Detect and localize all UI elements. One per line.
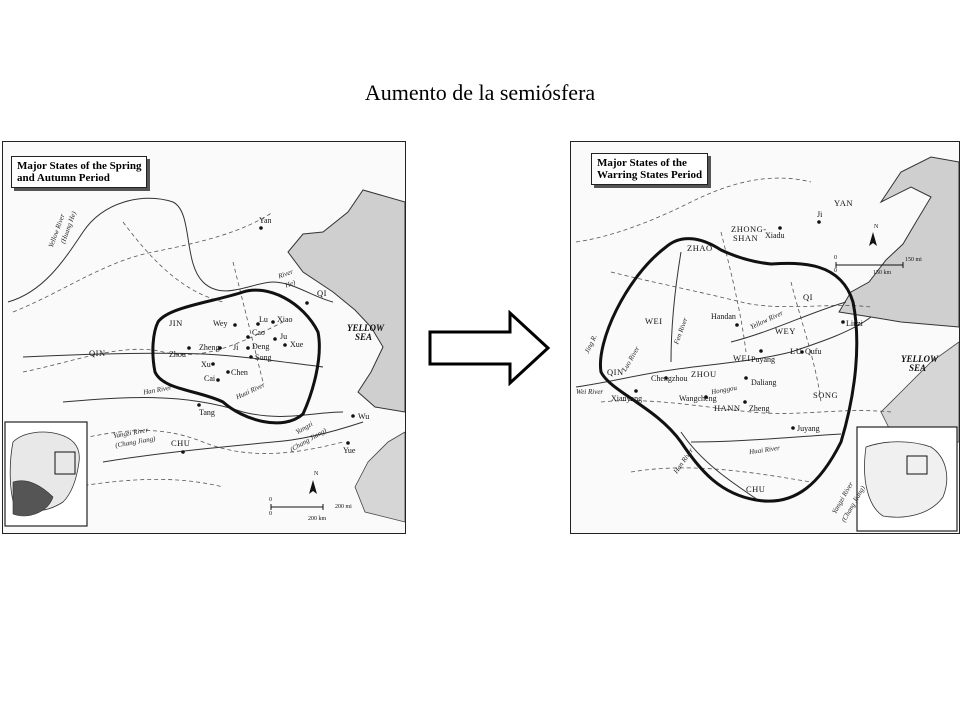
scale-mi: 150 mi	[905, 257, 922, 263]
city-label: Handan	[711, 312, 736, 321]
state-label: HANN	[714, 403, 741, 413]
city-label: Yan	[259, 216, 272, 225]
city-label: Chen	[231, 368, 248, 377]
city-label: Wey	[213, 319, 228, 328]
city-label: Xue	[290, 340, 304, 349]
city-label: Xiao	[277, 315, 293, 324]
state-label: JIN	[169, 318, 183, 328]
state-label: LU	[790, 346, 803, 356]
state-label: ZHONG-	[731, 224, 767, 234]
north-arrow-label: N	[314, 471, 319, 477]
spring-autumn-heading: Major States of the Spring and Autumn Pe…	[11, 156, 148, 188]
spring-autumn-heading-line2: and Autumn Period	[17, 172, 110, 184]
state-label: QIN	[89, 348, 106, 358]
spring-autumn-heading-line1: Major States of the Spring	[17, 160, 142, 172]
city-label: Xianyang	[611, 394, 643, 403]
state-label: ZHAO	[687, 243, 713, 253]
scale-zero: 0	[269, 497, 272, 503]
state-label: WEI	[645, 316, 663, 326]
scale-km: 150 km	[873, 270, 892, 276]
city-label: Zheng	[199, 343, 220, 352]
city-label: Daliang	[751, 378, 777, 387]
scale-km: 200 km	[308, 516, 327, 522]
city-label: Cao	[252, 328, 265, 337]
state-label: WEY	[775, 326, 796, 336]
city-label: Linzi	[846, 319, 863, 328]
scale-zero: 0	[834, 255, 837, 261]
city-label: Qufu	[805, 347, 822, 356]
city-label: Cai	[204, 374, 216, 383]
sea-label-line: YELLOW	[901, 354, 938, 364]
right-arrow-icon	[428, 310, 551, 386]
city-label: Wangcheng	[679, 394, 717, 403]
city-label: Zheng	[749, 404, 770, 413]
city-label: Song	[255, 353, 272, 362]
city-label: Juyang	[797, 424, 820, 433]
city-label: Xu	[201, 360, 211, 369]
sea-label-line: SEA	[909, 363, 927, 373]
state-label: ZHOU	[691, 369, 717, 379]
warring-states-heading-line2: Warring States Period	[597, 169, 703, 181]
state-label: QI	[803, 292, 813, 302]
warring-states-map: Major States of the Warring States Perio…	[570, 141, 960, 534]
city-label: Tang	[199, 408, 215, 417]
city-label: Lu	[259, 315, 268, 324]
city-label: Ji	[233, 343, 239, 352]
scale-zero: 0	[269, 511, 272, 517]
city-label: Ji	[817, 210, 823, 219]
city-label: Zhou	[169, 350, 186, 359]
state-label: QI	[317, 288, 327, 298]
city-label: Yue	[343, 446, 356, 455]
scale-zero: 0	[834, 268, 837, 274]
slide-title: Aumento de la semiósfera	[364, 80, 596, 105]
spring-autumn-map-drawing	[4, 189, 405, 527]
state-label: CHU	[746, 484, 766, 494]
city-label: Puyang	[751, 355, 775, 364]
city-label: Wu	[358, 412, 370, 421]
spring-autumn-map: Major States of the Spring and Autumn Pe…	[2, 141, 406, 534]
city-label: Deng	[252, 342, 270, 351]
sea-label: YELLOW SEA	[901, 355, 938, 373]
state-label: YAN	[834, 198, 853, 208]
city-label: Chengzhou	[651, 374, 688, 383]
state-label: CHU	[171, 438, 191, 448]
city-label: Xiadu	[765, 231, 785, 240]
city-label: Ju	[280, 332, 288, 341]
scale-mi: 200 mi	[335, 504, 352, 510]
warring-states-map-drawing	[575, 156, 959, 532]
north-arrow-label: N	[874, 224, 879, 230]
sea-label: YELLOW SEA	[347, 324, 384, 342]
state-label: WEI	[733, 353, 751, 363]
sea-label-line: YELLOW	[347, 323, 384, 333]
state-label: QIN	[607, 367, 624, 377]
river-label: Wei River	[576, 388, 604, 396]
state-label: SONG	[813, 390, 839, 400]
sea-label-line: SEA	[355, 332, 373, 342]
state-label: SHAN	[733, 233, 759, 243]
warring-states-heading-line1: Major States of the	[597, 157, 687, 169]
warring-states-heading: Major States of the Warring States Perio…	[591, 153, 709, 185]
